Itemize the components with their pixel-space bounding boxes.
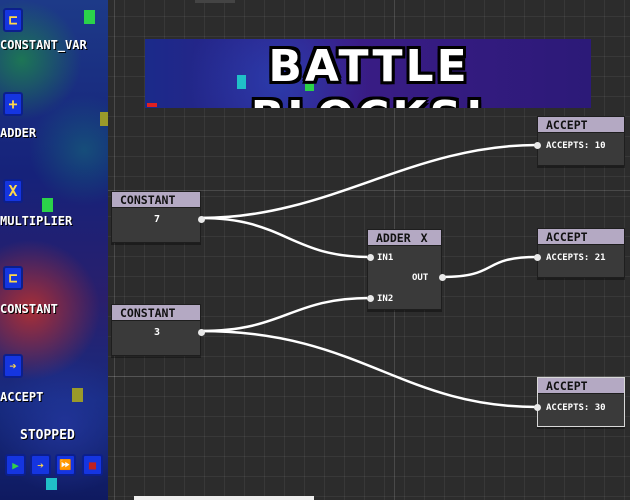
constant-value[interactable]: 3 — [154, 327, 161, 338]
accepts-label: ACCEPTS: 21 — [546, 253, 606, 263]
background-speck — [84, 10, 95, 24]
output-label: OUT — [412, 273, 429, 283]
output-port[interactable] — [198, 329, 205, 336]
background-speck — [42, 198, 53, 212]
tool-label: CONSTANT_VAR — [0, 38, 87, 52]
background-speck — [100, 112, 108, 126]
constant-value[interactable]: 7 — [154, 214, 161, 225]
output-port[interactable] — [439, 274, 446, 281]
background-speck — [72, 388, 83, 402]
input-port[interactable] — [534, 404, 541, 411]
constant-node[interactable]: CONSTANT 3 — [111, 304, 205, 356]
accept-node[interactable]: ACCEPT ACCEPTS: 10 — [534, 116, 625, 166]
accept-node[interactable]: ACCEPT ACCEPTS: 21 — [534, 228, 625, 278]
tool-label: ADDER — [0, 126, 37, 140]
step-button[interactable]: ➔ — [30, 454, 51, 476]
close-icon[interactable]: X — [420, 231, 428, 245]
game-title: BATTLE BLOCKS! — [251, 41, 485, 108]
stop-button[interactable]: ■ — [82, 454, 103, 476]
simulation-status: STOPPED — [20, 428, 75, 443]
background-speck — [237, 75, 246, 89]
play-button[interactable]: ▶ — [5, 454, 26, 476]
tool-label: MULTIPLIER — [0, 214, 73, 228]
input-port[interactable] — [367, 254, 374, 261]
background-speck — [46, 478, 57, 490]
input-port[interactable] — [534, 254, 541, 261]
constant-node[interactable]: CONSTANT 7 — [111, 191, 205, 243]
output-port[interactable] — [198, 216, 205, 223]
input-port[interactable] — [534, 142, 541, 149]
input-label: IN2 — [377, 294, 394, 304]
accepts-label: ACCEPTS: 30 — [546, 403, 606, 413]
adder-node[interactable]: ADDER X IN1 OUT IN2 — [367, 229, 446, 310]
node-title: ACCEPT — [538, 229, 624, 245]
accepts-label: ACCEPTS: 10 — [546, 141, 606, 151]
play-icon: ▶ — [12, 458, 19, 472]
multiply-icon[interactable]: X — [3, 179, 23, 203]
scrollbar[interactable] — [134, 496, 314, 500]
node-title: CONSTANT — [112, 192, 200, 208]
toolbox-sidebar: ⊏ CONSTANT_VAR + ADDER X MULTIPLIER ⊏ CO… — [0, 0, 108, 500]
constant-var-icon[interactable]: ⊏ — [3, 8, 23, 32]
constant-icon[interactable]: ⊏ — [3, 266, 23, 290]
node-title-text: ADDER — [376, 231, 411, 245]
grid-line — [114, 0, 115, 500]
background-speck — [305, 81, 314, 91]
tool-label: ACCEPT — [0, 390, 44, 404]
input-port[interactable] — [367, 295, 374, 302]
input-label: IN1 — [377, 253, 394, 263]
tool-label: CONSTANT — [0, 302, 58, 316]
node-title: ACCEPT — [538, 117, 624, 133]
arrow-right-icon[interactable]: ➔ — [3, 354, 23, 378]
node-title: ACCEPT — [538, 378, 624, 394]
step-icon: ➔ — [37, 458, 44, 472]
plus-icon[interactable]: + — [3, 92, 23, 116]
divider — [195, 0, 235, 3]
stop-icon: ■ — [88, 458, 97, 472]
node-title: ADDER X — [368, 230, 441, 246]
accept-node[interactable]: ACCEPT ACCEPTS: 30 — [534, 377, 625, 427]
background-speck — [147, 103, 157, 107]
fast-forward-icon: ⏩ — [59, 459, 72, 471]
title-banner: BATTLE BLOCKS! — [145, 39, 591, 108]
node-title: CONSTANT — [112, 305, 200, 321]
fast-forward-button[interactable]: ⏩ — [55, 454, 76, 476]
